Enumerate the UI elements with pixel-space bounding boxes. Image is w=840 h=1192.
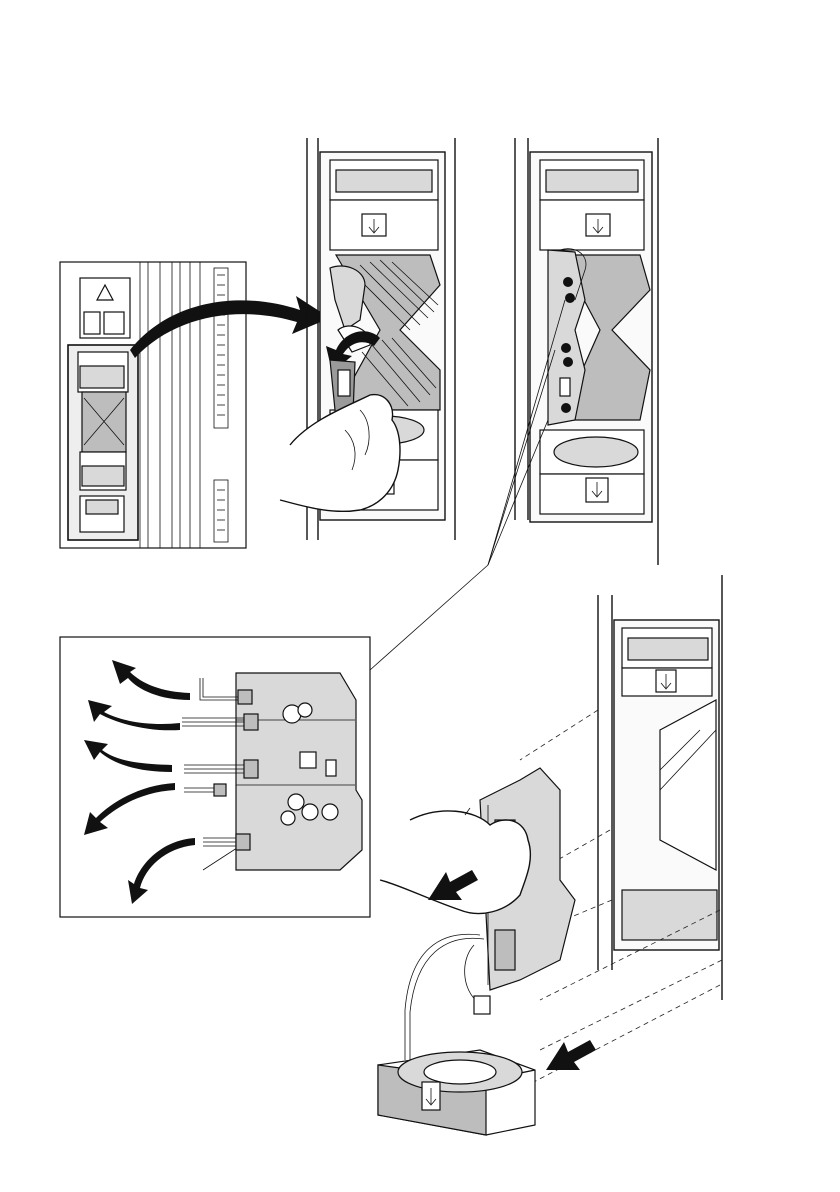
unit-opening-step: [280, 138, 455, 540]
overview-inset: [60, 262, 330, 548]
warning-label: [80, 278, 130, 338]
fan-icon: [378, 1050, 535, 1135]
hand-icon: [280, 395, 400, 512]
connector-removal-inset: [60, 637, 370, 917]
unit-frame-highlight: [68, 345, 138, 540]
board-removal-step: [378, 575, 722, 1135]
push-arrow-icon: [546, 1040, 596, 1070]
